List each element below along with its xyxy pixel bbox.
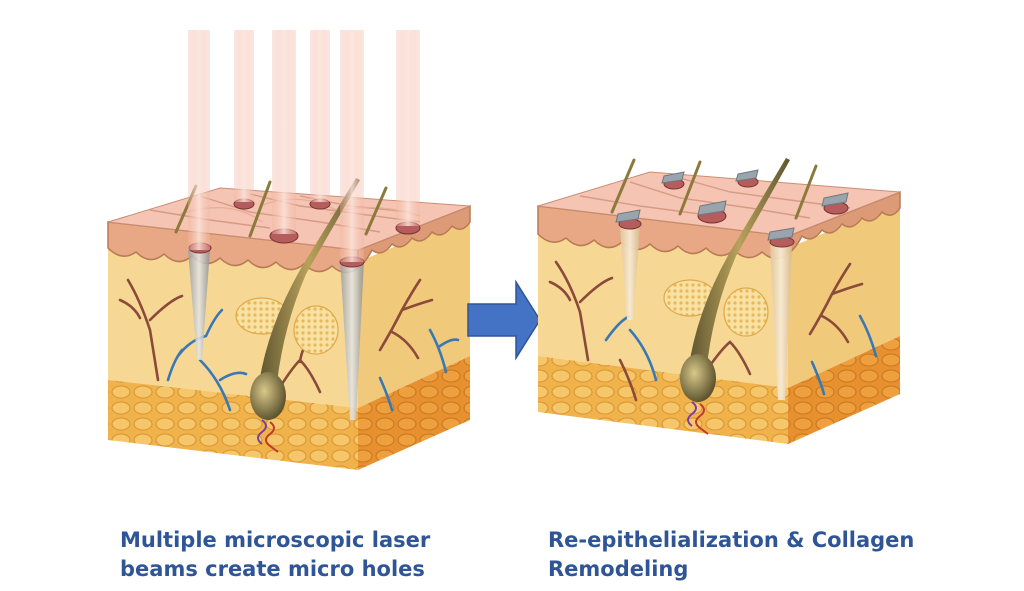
caption-after-line2: Remodeling [548, 557, 689, 581]
arrow-right-icon [467, 279, 541, 361]
epidermis-side [357, 204, 471, 270]
fat-side [788, 336, 900, 444]
epidermis-front [537, 205, 789, 260]
laser-beam-icon [188, 30, 420, 262]
skin-cube-before [107, 30, 471, 470]
caption-after-line1: Re-epithelialization & Collagen [548, 528, 915, 552]
caption-before-line1: Multiple microscopic laser [120, 528, 431, 552]
healing-channel-icon [615, 169, 849, 400]
caption-before-line2: beams create micro holes [120, 557, 425, 581]
caption-after: Re-epithelialization & Collagen Remodeli… [548, 526, 914, 584]
caption-before: Multiple microscopic laser beams create … [120, 526, 430, 584]
fat-front [108, 380, 358, 470]
blood-vessel-icon [118, 278, 460, 412]
hair-follicle-icon [610, 158, 818, 435]
epidermis-side [787, 190, 901, 256]
epidermis-front [107, 221, 359, 274]
sebaceous-gland-icon [663, 279, 769, 337]
skin-cube-after [537, 158, 901, 444]
fat-front [538, 356, 788, 444]
fat-side [358, 356, 470, 470]
